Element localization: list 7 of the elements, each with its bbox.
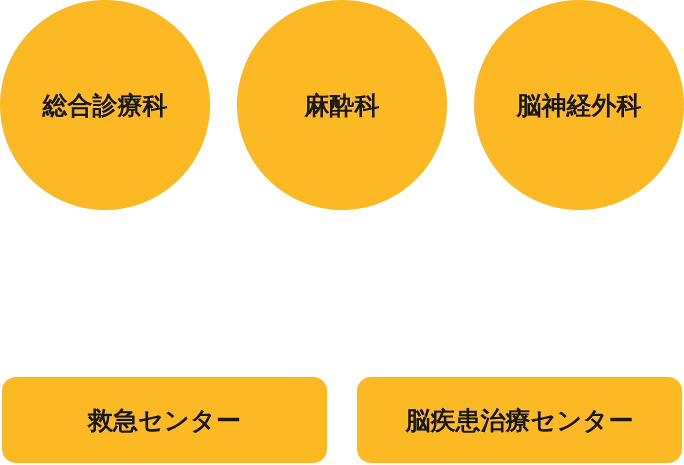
node-label: 脳疾患治療センター	[406, 404, 634, 436]
node-label: 脳神経外科	[516, 90, 642, 122]
node-label: 麻酔科	[304, 90, 380, 122]
node-label: 総合診療科	[42, 90, 168, 122]
rounded-box	[357, 377, 682, 463]
node-label: 救急センター	[88, 404, 241, 436]
rounded-box	[2, 377, 327, 463]
